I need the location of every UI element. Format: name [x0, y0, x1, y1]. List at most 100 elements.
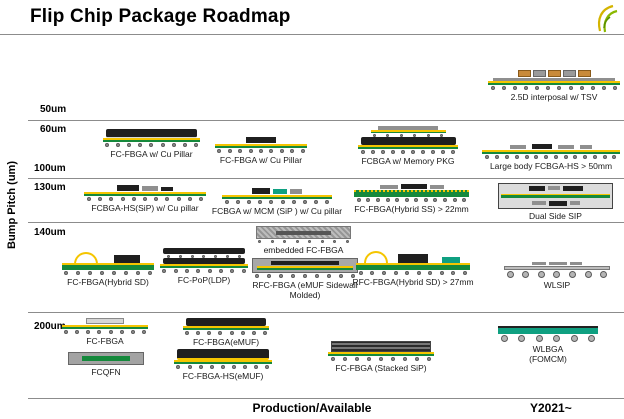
pkg-fcfbga-emuf: FC-FBGA(eMUF) — [183, 318, 269, 347]
solder-ball-icon — [553, 335, 561, 342]
solder-balls — [373, 134, 443, 137]
die-layer — [570, 262, 582, 265]
solder-ball-icon — [452, 198, 457, 202]
solder-ball-icon — [431, 150, 436, 154]
solder-ball-icon — [441, 150, 446, 154]
solder-ball-icon — [238, 149, 243, 153]
solder-ball-icon — [184, 269, 189, 273]
solder-ball-icon — [86, 330, 91, 334]
package-label: FC-FBGA (Stacked SiP) — [335, 363, 427, 373]
mold-layer — [360, 137, 456, 145]
solder-ball-icon — [588, 335, 596, 342]
solder-ball-icon — [173, 269, 178, 273]
package-diagram — [328, 341, 434, 361]
solder-ball-icon — [553, 155, 558, 159]
solder-ball-icon — [266, 274, 271, 278]
solder-ball-icon — [428, 271, 433, 275]
page-title: Flip Chip Package Roadmap — [30, 6, 291, 27]
solder-ball-icon — [451, 150, 456, 154]
solder-ball-icon — [502, 86, 507, 90]
solder-ball-icon — [258, 240, 262, 243]
solder-ball-icon — [302, 200, 307, 204]
pkg-fcfbga: FC-FBGA — [62, 318, 148, 346]
solder-ball-icon — [612, 155, 617, 159]
solder-ball-icon — [123, 271, 128, 275]
solder-ball-icon — [258, 149, 263, 153]
solder-ball-icon — [247, 200, 252, 204]
package-diagram — [498, 183, 613, 209]
pkg-fcfbga-cu-pillar-1: FC-FBGA w/ Cu Pillar — [103, 129, 200, 159]
die-layer — [398, 254, 428, 263]
solder-ball-icon — [395, 198, 400, 202]
die-layer — [548, 201, 567, 206]
substrate-layer — [501, 194, 610, 198]
solder-ball-icon — [385, 198, 390, 202]
solder-ball-icon — [130, 330, 135, 334]
package-label: WLSIP — [543, 280, 571, 290]
dual-side-body — [498, 183, 613, 209]
pkg-dual-side-sip: Dual Side SIP — [498, 183, 613, 221]
solder-ball-icon — [612, 86, 617, 90]
solder-balls — [105, 143, 198, 147]
solder-ball-icon — [196, 269, 201, 273]
package-diagram — [62, 318, 148, 334]
stacked-die-layer — [331, 341, 431, 352]
solder-ball-icon — [411, 150, 416, 154]
package-diagram — [222, 188, 332, 204]
solder-ball-icon — [127, 143, 132, 147]
package-label: FC-FBGA w/ Cu Pillar — [110, 149, 193, 159]
solder-balls — [217, 149, 305, 153]
die-layer — [532, 262, 546, 265]
solder-ball-icon — [251, 331, 256, 335]
pkg-fcfbga-stacked-sip: FC-FBGA (Stacked SiP) — [328, 341, 434, 373]
solder-ball-icon — [320, 240, 324, 243]
solder-ball-icon — [404, 198, 409, 202]
solder-ball-icon — [241, 269, 246, 273]
solder-ball-icon — [358, 271, 363, 275]
solder-balls — [500, 335, 596, 342]
solder-ball-icon — [557, 86, 562, 90]
solder-ball-icon — [360, 150, 365, 154]
solder-ball-icon — [283, 240, 287, 243]
y-tick-130um: 130um — [34, 182, 66, 193]
package-label: embedded FC-FBGA — [263, 245, 344, 255]
substrate-layer — [62, 325, 148, 329]
solder-ball-icon — [254, 274, 259, 278]
substrate-layer — [84, 192, 206, 196]
solder-ball-icon — [315, 274, 320, 278]
solder-ball-icon — [219, 269, 223, 273]
solder-ball-icon — [491, 86, 496, 90]
solder-ball-icon — [535, 335, 543, 342]
solder-ball-icon — [196, 331, 201, 335]
solder-ball-icon — [370, 271, 375, 275]
solder-ball-icon — [400, 150, 405, 154]
package-label: RFC-FBGA(Hybrid SD) > 27mm — [352, 277, 474, 287]
solder-ball-icon — [166, 255, 170, 258]
solder-ball-icon — [590, 86, 595, 90]
wire-trace-icon — [74, 252, 98, 265]
package-label: FCBGA-HS(SiP) w/ Cu pillar — [91, 203, 199, 213]
mold-layer — [185, 318, 267, 326]
package-label: FC-FBGA w/ Cu Pillar — [219, 155, 303, 165]
solder-ball-icon — [279, 149, 284, 153]
substrate-layer — [328, 352, 434, 356]
solder-ball-icon — [370, 150, 375, 154]
solder-ball-icon — [399, 134, 403, 137]
substrate-layer — [103, 138, 200, 142]
solder-ball-icon — [382, 271, 386, 275]
solder-ball-icon — [290, 149, 295, 153]
y-tick-60um: 60um — [40, 124, 67, 135]
solder-ball-icon — [366, 198, 371, 202]
die-layer — [117, 185, 139, 191]
solder-balls — [358, 271, 468, 275]
solder-ball-icon — [265, 365, 270, 369]
solder-ball-icon — [185, 331, 190, 335]
solder-ball-icon — [238, 255, 242, 258]
chiplet-row — [517, 70, 591, 77]
solder-ball-icon — [325, 200, 330, 204]
solder-ball-icon — [135, 271, 140, 275]
solder-balls — [330, 357, 432, 361]
substrate-layer — [356, 263, 470, 270]
solder-ball-icon — [190, 255, 194, 258]
